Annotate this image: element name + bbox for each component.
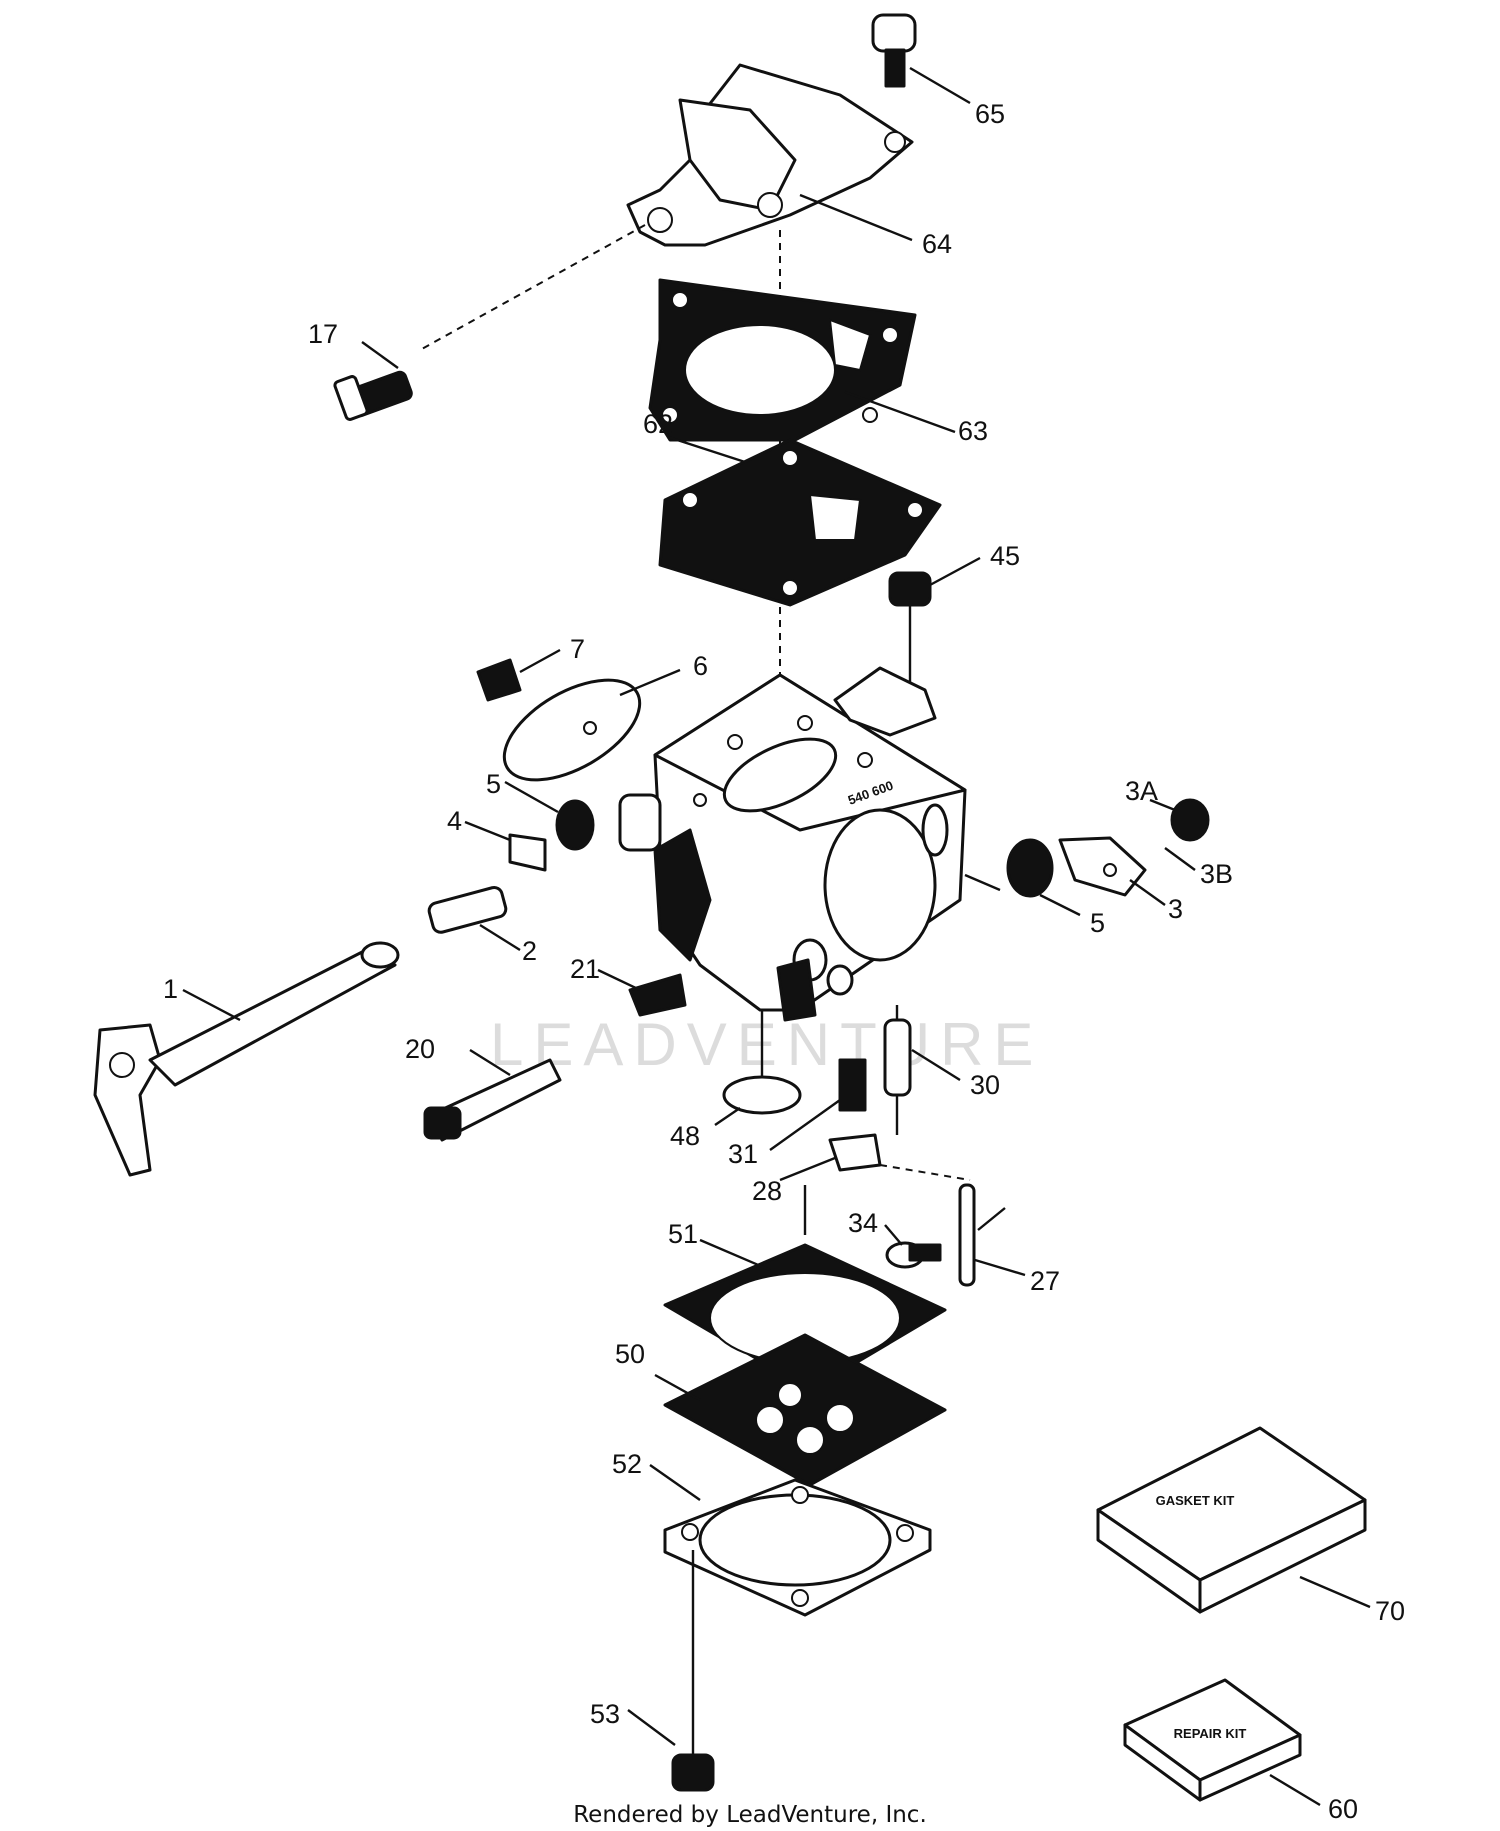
callout-20: 20 (405, 1034, 435, 1064)
part-30-needle-valve (883, 1005, 961, 1135)
callout-27: 27 (1030, 1266, 1060, 1296)
callout-45: 45 (990, 541, 1020, 571)
callout-21: 21 (570, 954, 600, 984)
part-50-diaphragm (654, 1333, 947, 1487)
callout-5-right: 5 (1090, 908, 1105, 938)
part-6-throttle-plate (502, 668, 681, 782)
callout-3B: 3B (1200, 859, 1233, 889)
callout-60: 60 (1328, 1794, 1358, 1824)
callout-63: 63 (958, 416, 988, 446)
part-34-screw (884, 1224, 942, 1269)
callout-4: 4 (447, 806, 462, 836)
part-65-screw (871, 13, 971, 105)
callout-53: 53 (590, 1699, 620, 1729)
callout-28: 28 (752, 1176, 782, 1206)
part-27-pin (958, 1183, 1026, 1287)
part-60-repair-kit: REPAIR KIT (1123, 1678, 1321, 1807)
callout-62: 62 (643, 409, 673, 439)
gasket-kit-label: GASKET KIT (1156, 1493, 1235, 1508)
part-53-screw (627, 1550, 715, 1792)
part-31-spring (769, 1058, 867, 1151)
alignment-line-17 (419, 224, 646, 351)
repair-kit-label: REPAIR KIT (1174, 1726, 1247, 1741)
callout-labels: 65 64 17 63 62 45 7 6 5 4 3A 3B 3 5 2 1 … (163, 99, 1405, 1824)
part-1-throttle-shaft (93, 941, 400, 1177)
callout-7: 7 (570, 634, 585, 664)
callout-52: 52 (612, 1449, 642, 1479)
watermark: LEADVENTURE (490, 1011, 1043, 1078)
callout-1: 1 (163, 974, 178, 1004)
callout-31: 31 (728, 1139, 758, 1169)
callout-3A: 3A (1125, 776, 1158, 806)
callout-65: 65 (975, 99, 1005, 129)
footer-credit: Rendered by LeadVenture, Inc. (573, 1802, 927, 1828)
part-2-shaft-lever (427, 885, 521, 952)
part-carburetor-body: 540 600 (618, 666, 967, 1022)
callout-30: 30 (970, 1070, 1000, 1100)
part-52-cover (649, 1464, 932, 1617)
part-5-left-bushing (504, 780, 595, 851)
callout-17: 17 (308, 319, 338, 349)
part-21-spring (597, 968, 687, 1017)
part-7-screw (476, 648, 561, 702)
part-64-pump-cover (626, 63, 914, 247)
part-4-spring (464, 820, 547, 872)
part-20-needle (423, 1048, 562, 1142)
callout-50: 50 (615, 1339, 645, 1369)
part-17-screw (333, 341, 413, 421)
part-3-lever-assembly (964, 798, 1210, 917)
part-48-disc (714, 1010, 802, 1126)
part-51-gasket (663, 1238, 947, 1392)
callout-64: 64 (922, 229, 952, 259)
callout-5-left: 5 (486, 769, 501, 799)
callout-6: 6 (693, 651, 708, 681)
part-70-gasket-kit: GASKET KIT (1096, 1426, 1371, 1614)
callout-34: 34 (848, 1208, 878, 1238)
callout-2: 2 (522, 936, 537, 966)
part-62-diaphragm (658, 435, 942, 607)
callout-48: 48 (670, 1121, 700, 1151)
callout-51: 51 (668, 1219, 698, 1249)
callout-70: 70 (1375, 1596, 1405, 1626)
part-28-lever (779, 1133, 971, 1235)
callout-3: 3 (1168, 894, 1183, 924)
part-63-gasket (648, 278, 956, 442)
